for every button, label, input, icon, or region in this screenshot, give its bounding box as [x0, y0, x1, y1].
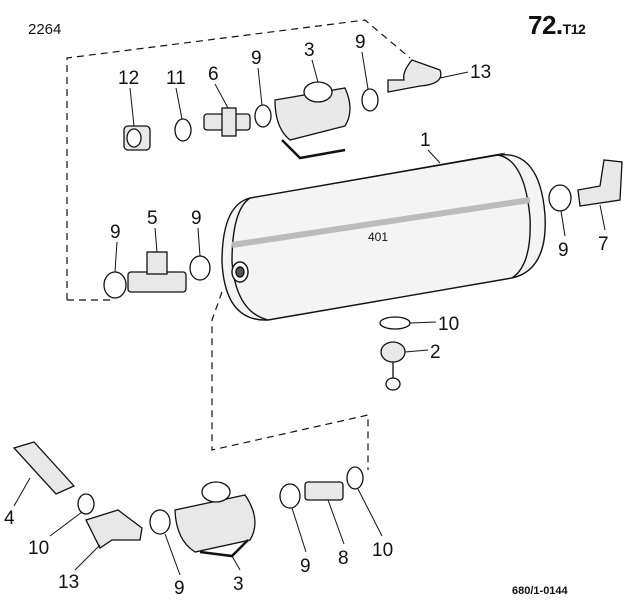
callout-10-bottom-right: 10	[372, 540, 393, 561]
part-3-top-lever	[281, 139, 346, 160]
callout-9-top-right: 9	[355, 32, 366, 53]
leader-5	[154, 227, 158, 253]
callout-5: 5	[147, 208, 158, 229]
callout-7: 7	[598, 234, 609, 255]
part-9-top-right-washer	[361, 88, 379, 112]
leader-9-top-left	[257, 67, 263, 106]
leader-lines	[13, 51, 606, 576]
leader-10-mid	[409, 321, 437, 324]
callout-9-bottom-a: 9	[174, 578, 185, 599]
leader-7	[599, 204, 606, 231]
callout-2: 2	[430, 342, 441, 363]
callout-9-right: 9	[558, 240, 569, 261]
part-3-bottom-port	[201, 481, 231, 503]
callout-13-top: 13	[470, 62, 491, 83]
callout-11: 11	[166, 68, 186, 89]
part-5-tee-stem	[146, 251, 168, 275]
tank-label: 401	[368, 230, 388, 244]
part-callouts: 12 11 6 9 3 9 13 1 9 5 9 9 7 10 2 4 10 1…	[4, 32, 609, 599]
leader-13-bottom	[74, 544, 101, 571]
leader-9-left-b	[197, 227, 201, 257]
top-fittings	[123, 59, 442, 160]
part-5-tee	[127, 271, 187, 293]
callout-9-left-a: 9	[110, 222, 121, 243]
part-9-right-washer	[548, 184, 572, 212]
part-9-top-left-washer	[254, 104, 272, 128]
leader-2	[404, 349, 429, 353]
part-8-fitting	[304, 481, 344, 501]
leader-9-bottom-a	[164, 533, 181, 576]
leader-12	[129, 87, 135, 127]
part-4-nipple	[12, 441, 76, 495]
callout-3-bottom: 3	[233, 574, 244, 595]
part-2-drain-valve	[380, 341, 406, 363]
callout-12: 12	[118, 68, 139, 89]
part-2-drain-ring	[385, 377, 401, 391]
part-13-bottom-elbow	[85, 509, 143, 549]
part-10-bottom-left-washer	[77, 493, 95, 515]
leader-8	[327, 499, 345, 545]
part-3-top-valve	[274, 87, 351, 141]
leader-9-right	[560, 210, 566, 237]
callout-6: 6	[208, 64, 219, 85]
part-9-bottom-b-washer	[279, 483, 301, 509]
callout-10-mid: 10	[438, 314, 459, 335]
callout-13-bottom: 13	[58, 572, 79, 593]
callout-9-top-left: 9	[251, 48, 262, 69]
page-code-main: 72.	[528, 10, 563, 40]
leader-3-bottom	[231, 555, 241, 571]
callout-9-bottom-b: 9	[300, 556, 311, 577]
part-13-top-elbow	[387, 59, 442, 93]
callout-1: 1	[420, 130, 431, 151]
callout-3-top: 3	[304, 40, 315, 61]
part-3-top-port	[303, 81, 333, 103]
left-fittings	[103, 251, 211, 299]
part-12-bore	[126, 128, 142, 148]
page-code-sub: T12	[562, 21, 586, 37]
part-6-hex	[221, 107, 237, 137]
page-number: 2264	[28, 21, 62, 38]
callout-10-bottom-left: 10	[28, 538, 49, 559]
leader-9-bottom-b	[291, 507, 307, 553]
leader-10-bottom-left	[49, 511, 83, 537]
leader-3-top	[311, 59, 319, 83]
part-11-washer	[174, 118, 192, 142]
air-tank: 401	[221, 152, 546, 321]
leader-11	[175, 87, 183, 120]
drawing-reference: 680/1-0144	[512, 585, 568, 597]
leader-10-bottom-right	[357, 488, 383, 537]
drain-fittings	[379, 316, 411, 391]
part-9-left-b-washer	[189, 255, 211, 281]
callout-9-left-b: 9	[191, 208, 202, 229]
part-10-mid-washer	[379, 316, 411, 330]
right-fittings	[548, 159, 623, 212]
part-7-elbow	[577, 159, 623, 207]
leader-9-top-right	[361, 51, 369, 90]
part-9-left-a-washer	[103, 271, 127, 299]
part-9-bottom-a-washer	[149, 509, 171, 535]
page-code: 72.T12	[528, 10, 586, 40]
leader-1	[427, 149, 441, 164]
leader-6	[214, 83, 229, 109]
leader-4	[13, 477, 31, 507]
dashed-frame-top	[66, 19, 411, 300]
bottom-fittings	[12, 441, 364, 558]
callout-8: 8	[338, 548, 349, 569]
callout-4: 4	[4, 508, 15, 529]
part-3-bottom-valve	[174, 494, 256, 553]
dashed-connector-lower	[211, 291, 369, 470]
leader-13-top	[439, 71, 469, 79]
part-10-bottom-right-washer	[346, 466, 364, 490]
leader-9-left-a	[114, 241, 118, 273]
